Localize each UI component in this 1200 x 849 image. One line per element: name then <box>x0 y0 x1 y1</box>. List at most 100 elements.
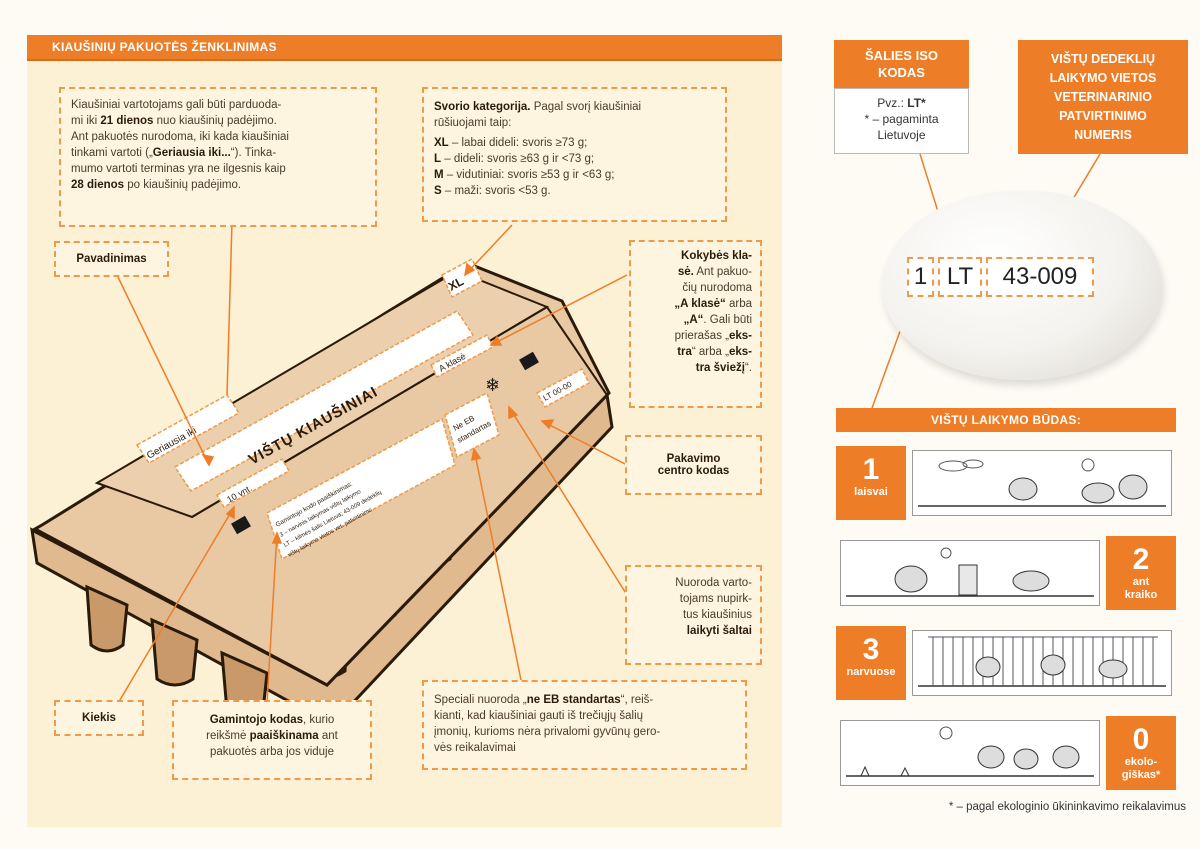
iso-title-1: ŠALIES ISO <box>865 48 938 63</box>
info-text: mi iki <box>71 115 101 127</box>
standard-text: “, reiš- <box>620 694 654 706</box>
quality-line: čių nurodoma <box>682 282 752 294</box>
quality-text: “ arba „ <box>691 346 729 358</box>
iso-title-2: KODAS <box>878 65 925 80</box>
producer-line-2: reikšmė paaiškinama ant <box>184 728 360 744</box>
weight-text: – maži: svoris <53 g. <box>441 185 551 197</box>
sale-period-info-box: Kiaušiniai vartotojams gali būti parduod… <box>59 87 377 227</box>
producer-bold: Gamintojo kodas <box>209 714 303 726</box>
info-line-2: mi iki 21 dienos nuo kiaušinių padėjimo. <box>71 113 365 129</box>
snowflake-icon: ❄ <box>485 375 500 396</box>
quantity-label: Kiekis <box>54 700 144 736</box>
housing-method-2: 2 ant kraiko <box>836 536 1176 610</box>
method-label: ant <box>1132 576 1150 588</box>
method-label: ekolo- <box>1124 756 1158 768</box>
quality-line: „A klasė“ arba <box>639 296 752 312</box>
iso-example-text: Pvz.: <box>877 96 908 110</box>
weight-row-l: L – dideli: svoris ≥63 g ir <73 g; <box>434 151 715 167</box>
standard-bold: ne EB standartas <box>526 694 621 706</box>
iso-note-2: Lietuvoje <box>877 128 926 142</box>
producer-line-3: pakuotės arba jos viduje <box>209 746 335 758</box>
info-text: po kiaušinių padėjimo. <box>124 179 242 191</box>
weight-category-box: Svorio kategorija. Pagal svorį kiaušinia… <box>422 87 727 222</box>
quality-line: tra šviežį“. <box>639 360 752 376</box>
iso-note-1: * – pagaminta <box>864 112 939 126</box>
weight-intro-text: Pagal svorį kiaušiniai <box>530 101 642 113</box>
standard-line-2: kianti, kad kiaušiniai gauti iš trečiųjų… <box>434 710 644 722</box>
method-number-badge: 0 ekolo- giškas* <box>1106 716 1176 790</box>
method-label-2: kraiko <box>1124 589 1158 601</box>
weight-row-m: M – vidutiniai: svoris ≥53 g ir <63 g; <box>434 167 715 183</box>
info-line-4: tinkami vartoti („Geriausia iki...“). Ti… <box>71 145 365 161</box>
producer-code-box: Gamintojo kodas, kurio reikšmė paaiškina… <box>172 700 372 780</box>
quality-bold: tra <box>677 346 692 358</box>
weight-title: Svorio kategorija. <box>434 101 531 113</box>
weight-text: – labai dideli: svoris ≥73 g; <box>448 137 588 149</box>
keep-cold-box: Nuoroda varto- tojams nupirk- tus kiauši… <box>625 565 762 665</box>
cold-line-2: tojams nupirk- <box>679 593 752 605</box>
weight-row-xl: XL – labai dideli: svoris ≥73 g; <box>434 135 715 151</box>
housing-method-0: 0 ekolo- giškas* <box>836 716 1176 790</box>
standard-text: Speciali nuoroda „ <box>434 694 527 706</box>
vet-line-5: NUMERIS <box>1074 127 1132 142</box>
footnote: * – pagal ekologinio ūkininkavimo reikal… <box>948 801 1186 813</box>
weight-text: – dideli: svoris ≥63 g ir <73 g; <box>441 153 595 165</box>
cold-line-4: laikyti šaltai <box>635 623 752 639</box>
quality-bold: eks- <box>728 330 752 342</box>
caged-hens-illustration <box>912 630 1172 696</box>
quality-line: „A“. Gali būti <box>639 312 752 328</box>
egg-code-method: 1 <box>907 257 934 297</box>
info-bold: 28 dienos <box>71 179 125 191</box>
organic-hens-illustration <box>840 720 1100 786</box>
iso-example-bold: LT* <box>907 96 926 110</box>
method-number-badge: 1 laisvai <box>836 446 906 520</box>
quality-text: prierašas „ <box>674 330 729 342</box>
quality-class-box: Kokybės kla- sė. Ant pakuo- čių nurodoma… <box>629 240 762 408</box>
vet-line-2: LAIKYMO VIETOS <box>1049 70 1157 85</box>
method-number: 1 <box>862 453 880 486</box>
vet-approval-header: VIŠTŲ DEDEKLIŲ LAIKYMO VIETOS VETERINARI… <box>1018 40 1188 154</box>
weight-intro-text-2: rūšiuojami taip: <box>434 117 512 129</box>
method-number: 3 <box>862 633 880 666</box>
section-header: KIAUŠINIŲ PAKUOTĖS ŽENKLINIMAS <box>27 35 782 61</box>
standard-line-1: Speciali nuoroda „ne EB standartas“, rei… <box>434 692 735 708</box>
egg-code-country: LT <box>938 257 982 297</box>
housing-method-header: VIŠTŲ LAIKYMO BŪDAS: <box>836 408 1176 432</box>
vet-line-4: PATVIRTINIMO <box>1059 108 1147 123</box>
cold-line-1: Nuoroda varto- <box>675 577 752 589</box>
quality-line: Kokybės kla- <box>639 248 752 264</box>
info-bold: 21 dienos <box>100 115 154 127</box>
info-line-3: Ant pakuotės nurodoma, iki kada kiaušini… <box>71 131 289 143</box>
weight-text: – vidutiniai: svoris ≥53 g ir <63 g; <box>443 169 615 181</box>
vet-line-1: VIŠTŲ DEDEKLIŲ <box>1050 51 1156 66</box>
quality-bold: Kokybės kla- <box>681 250 752 262</box>
weight-intro: Svorio kategorija. Pagal svorį kiaušinia… <box>434 99 715 115</box>
producer-bold: paaiškinama <box>249 730 319 742</box>
carton-xl-text: XL <box>446 274 466 294</box>
method-number-badge: 3 narvuose <box>836 626 906 700</box>
iso-example-line: Pvz.: LT* <box>835 95 968 111</box>
quality-line: prierašas „eks- <box>639 328 752 344</box>
iso-code-header: ŠALIES ISO KODAS <box>834 40 969 88</box>
method-number: 2 <box>1132 543 1150 576</box>
housing-method-1: 1 laisvai <box>836 446 1176 520</box>
standard-line-3: įmonių, kurioms nėra privalomi gyvūnų ge… <box>434 726 661 738</box>
quality-bold: sė. <box>677 266 694 278</box>
section-title: KIAUŠINIŲ PAKUOTĖS ŽENKLINIMAS <box>52 40 277 54</box>
info-bold: Geriausia iki... <box>152 147 231 159</box>
cold-bold: laikyti šaltai <box>686 625 752 637</box>
callout-lines <box>116 221 628 706</box>
quality-text: “. <box>744 362 752 374</box>
quality-text: . Gali būti <box>703 314 752 326</box>
producer-line-1: Gamintojo kodas, kurio <box>184 712 360 728</box>
info-line-6: 28 dienos po kiaušinių padėjimo. <box>71 177 365 193</box>
packing-center-label: Pakavimo centro kodas <box>625 435 762 495</box>
non-eu-standard-box: Speciali nuoroda „ne EB standartas“, rei… <box>422 680 747 770</box>
method-label: narvuose <box>846 666 896 678</box>
weight-code: L <box>434 153 442 165</box>
weight-code: M <box>434 169 444 181</box>
method-number: 0 <box>1132 723 1150 756</box>
info-line-5: mumo vartoti terminas yra ne ilgesnis ka… <box>71 163 286 175</box>
free-range-hens-illustration <box>912 450 1172 516</box>
